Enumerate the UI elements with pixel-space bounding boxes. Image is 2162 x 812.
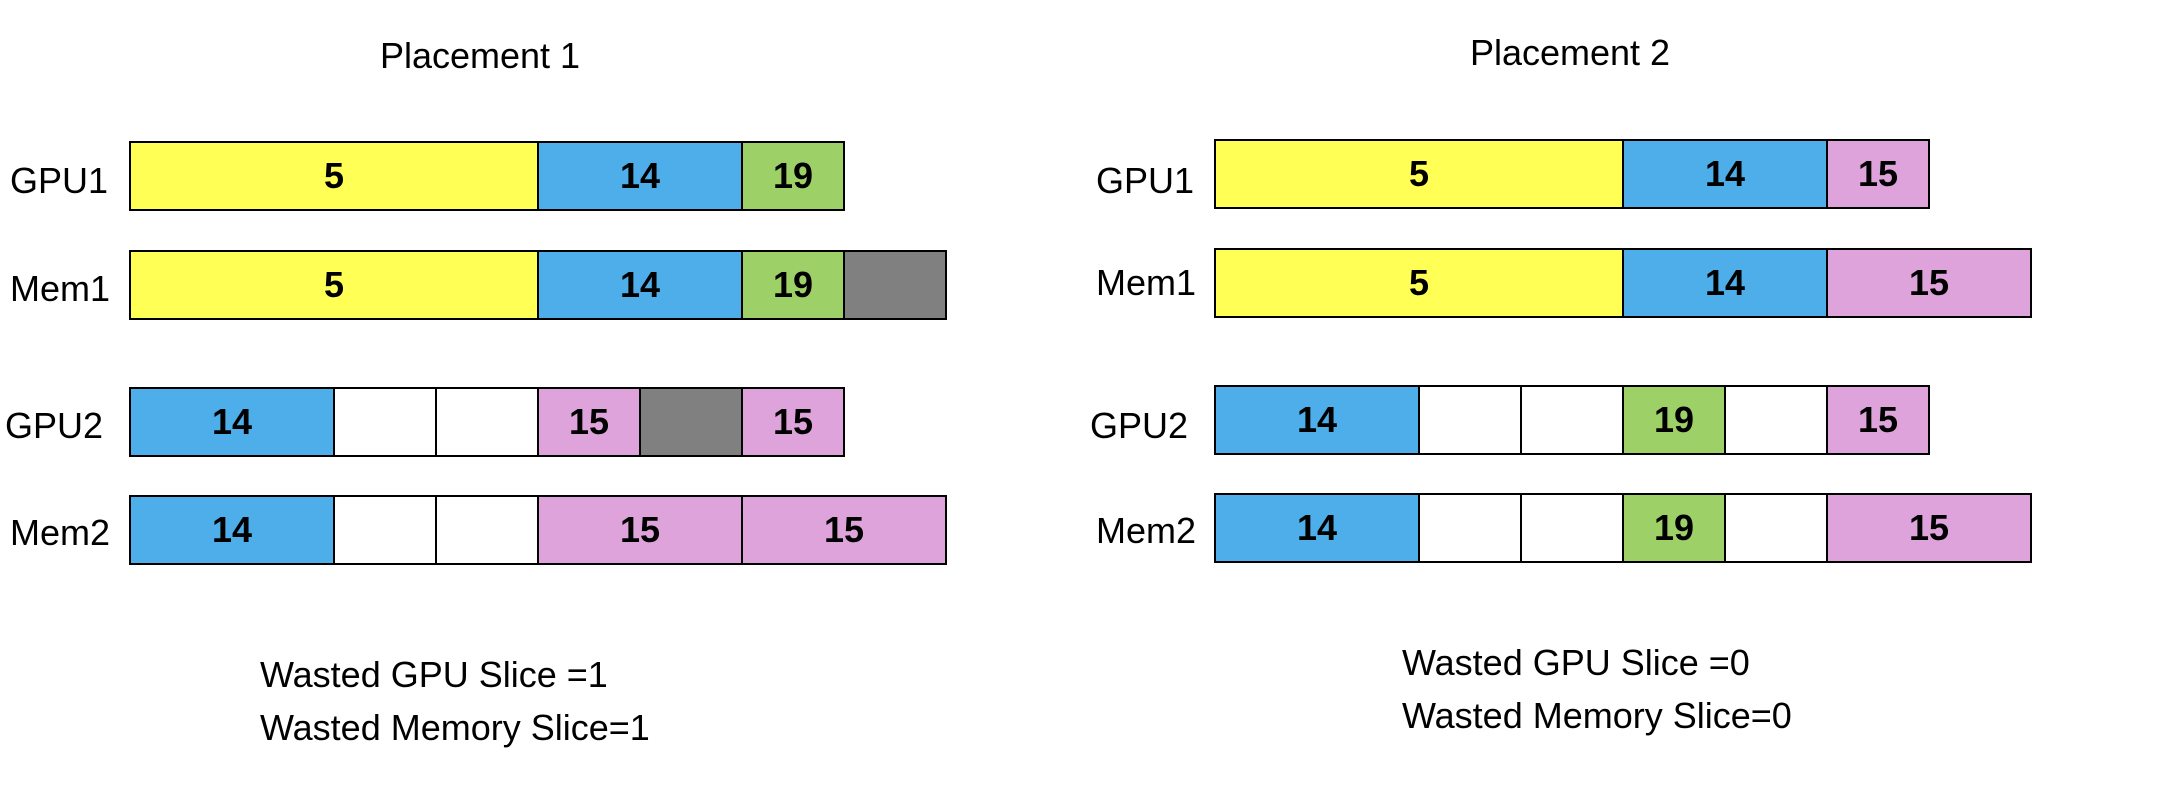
waste-summary: Wasted GPU Slice =0 Wasted Memory Slice=… — [1402, 636, 1792, 742]
slice-15: 15 — [1826, 385, 1930, 455]
slice-empty — [333, 387, 437, 457]
wasted-gpu-slice: Wasted GPU Slice =1 — [260, 654, 608, 695]
slice-14: 14 — [1214, 493, 1420, 563]
slice-empty — [333, 495, 437, 565]
waste-summary: Wasted GPU Slice =1 Wasted Memory Slice=… — [260, 648, 650, 754]
row-label-mem1: Mem1 — [10, 268, 111, 309]
row-label-gpu2: GPU2 — [5, 405, 104, 446]
slice-empty — [1520, 493, 1624, 563]
placement-title: Placement 2 — [1469, 32, 1671, 73]
row-label-gpu2: GPU2 — [1090, 405, 1189, 446]
slice-empty — [1418, 493, 1522, 563]
wasted-memory-slice: Wasted Memory Slice=1 — [260, 707, 650, 748]
slice-19: 19 — [741, 141, 845, 211]
slice-empty — [435, 387, 539, 457]
slice-14: 14 — [129, 495, 335, 565]
slice-14: 14 — [537, 250, 743, 320]
slice-wasted — [843, 250, 947, 320]
slice-15: 15 — [537, 495, 743, 565]
row-label-gpu1: GPU1 — [1096, 160, 1195, 201]
slice-5: 5 — [129, 141, 539, 211]
wasted-gpu-slice: Wasted GPU Slice =0 — [1402, 642, 1750, 683]
slice-15: 15 — [741, 495, 947, 565]
slice-empty — [435, 495, 539, 565]
slice-19: 19 — [741, 250, 845, 320]
slice-15: 15 — [1826, 139, 1930, 209]
row-label-mem1: Mem1 — [1096, 262, 1197, 303]
slice-5: 5 — [129, 250, 539, 320]
slice-empty — [1520, 385, 1624, 455]
row-label-mem2: Mem2 — [10, 512, 111, 553]
slice-empty — [1724, 385, 1828, 455]
slice-empty — [1724, 493, 1828, 563]
wasted-memory-slice: Wasted Memory Slice=0 — [1402, 695, 1792, 736]
slice-5: 5 — [1214, 248, 1624, 318]
slice-14: 14 — [1622, 139, 1828, 209]
slice-15: 15 — [1826, 493, 2032, 563]
slice-15: 15 — [1826, 248, 2032, 318]
slice-14: 14 — [1622, 248, 1828, 318]
bar-mem2: 14 19 15 — [1214, 493, 2032, 563]
bar-gpu2: 14 15 15 — [129, 387, 845, 457]
slice-5: 5 — [1214, 139, 1624, 209]
placement-title: Placement 1 — [379, 35, 581, 76]
slice-14: 14 — [537, 141, 743, 211]
slice-14: 14 — [129, 387, 335, 457]
row-label-gpu1: GPU1 — [10, 160, 109, 201]
slice-14: 14 — [1214, 385, 1420, 455]
slice-19: 19 — [1622, 385, 1726, 455]
slice-15: 15 — [741, 387, 845, 457]
slice-19: 19 — [1622, 493, 1726, 563]
slice-15: 15 — [537, 387, 641, 457]
row-label-mem2: Mem2 — [1096, 510, 1197, 551]
slice-empty — [1418, 385, 1522, 455]
slice-wasted — [639, 387, 743, 457]
bar-gpu2: 14 19 15 — [1214, 385, 1930, 455]
